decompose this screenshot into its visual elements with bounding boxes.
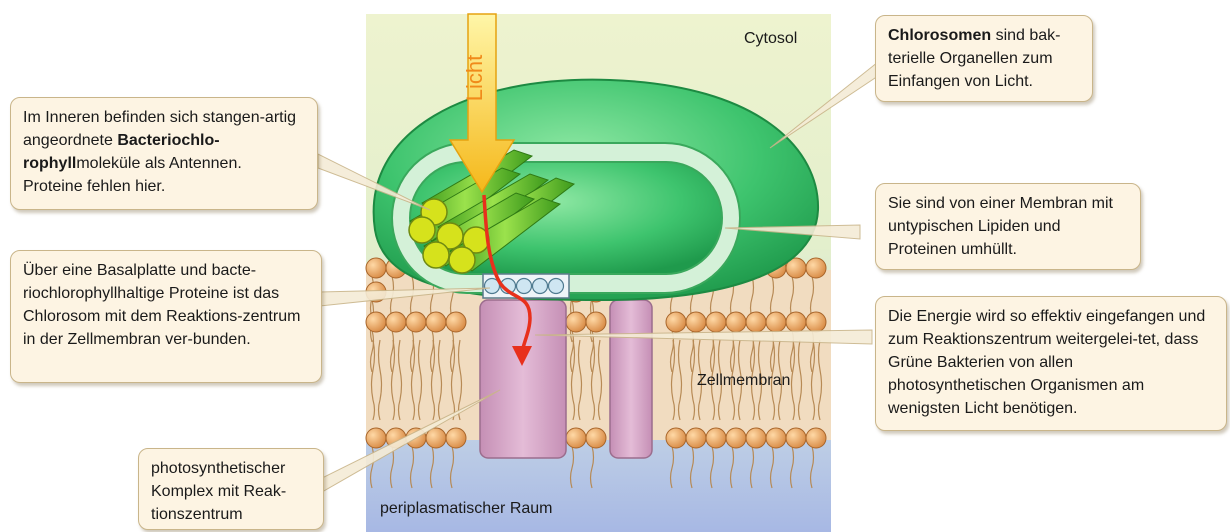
lipid-head <box>366 428 386 448</box>
lipid-head <box>446 312 466 332</box>
lipid-head <box>586 312 606 332</box>
base-plate-sphere <box>533 279 548 294</box>
callout-energy: Die Energie wird so effektiv eingefangen… <box>875 296 1227 431</box>
lipid-head <box>366 312 386 332</box>
lipid-head <box>806 312 826 332</box>
lipid-head <box>566 428 586 448</box>
lipid-head <box>686 428 706 448</box>
lipid-head <box>786 312 806 332</box>
callout-baseplate: Über eine Basalplatte und bacte-riochlor… <box>10 250 322 383</box>
lipid-head <box>746 312 766 332</box>
callout-membrane-wrap: Sie sind von einer Membran mit untypisch… <box>875 183 1141 270</box>
lipid-head <box>746 428 766 448</box>
callout-chlorosomes-bold: Chlorosomen <box>888 27 991 44</box>
lipid-head <box>586 428 606 448</box>
callout-complex: photosynthetischer Komplex mit Reak-tion… <box>138 448 324 530</box>
lipid-head <box>446 428 466 448</box>
lipid-head <box>806 428 826 448</box>
lipid-head <box>726 428 746 448</box>
base-plate-sphere <box>517 279 532 294</box>
lipid-head <box>686 312 706 332</box>
lipid-head <box>666 312 686 332</box>
cytosol-label: Cytosol <box>744 30 797 48</box>
base-plate-sphere <box>549 279 564 294</box>
lipid-head <box>726 312 746 332</box>
lipid-head <box>786 428 806 448</box>
lipid-head <box>706 428 726 448</box>
lipid-head <box>706 312 726 332</box>
lipid-head <box>426 312 446 332</box>
lipid-head <box>406 312 426 332</box>
rod-end <box>449 247 475 273</box>
lipid-head <box>366 258 386 278</box>
reaction-center-protein <box>480 300 566 458</box>
lipid-head <box>386 312 406 332</box>
light-label: Licht <box>462 55 487 101</box>
callout-chlorosomes: Chlorosomen sind bak-terielle Organellen… <box>875 15 1093 102</box>
base-plate-spheres <box>485 279 564 294</box>
callout-inner: Im Inneren befinden sich stangen-artig a… <box>10 97 318 210</box>
rod-end <box>409 217 435 243</box>
lipid-head <box>766 312 786 332</box>
membrane-protein <box>610 300 652 458</box>
lipid-head <box>766 428 786 448</box>
lipid-head <box>566 312 586 332</box>
periplasm-label: periplasmatischer Raum <box>380 500 553 518</box>
rod-end <box>423 242 449 268</box>
lipid-head <box>666 428 686 448</box>
membrane-label: Zellmembran <box>697 372 790 390</box>
lipid-head <box>806 258 826 278</box>
